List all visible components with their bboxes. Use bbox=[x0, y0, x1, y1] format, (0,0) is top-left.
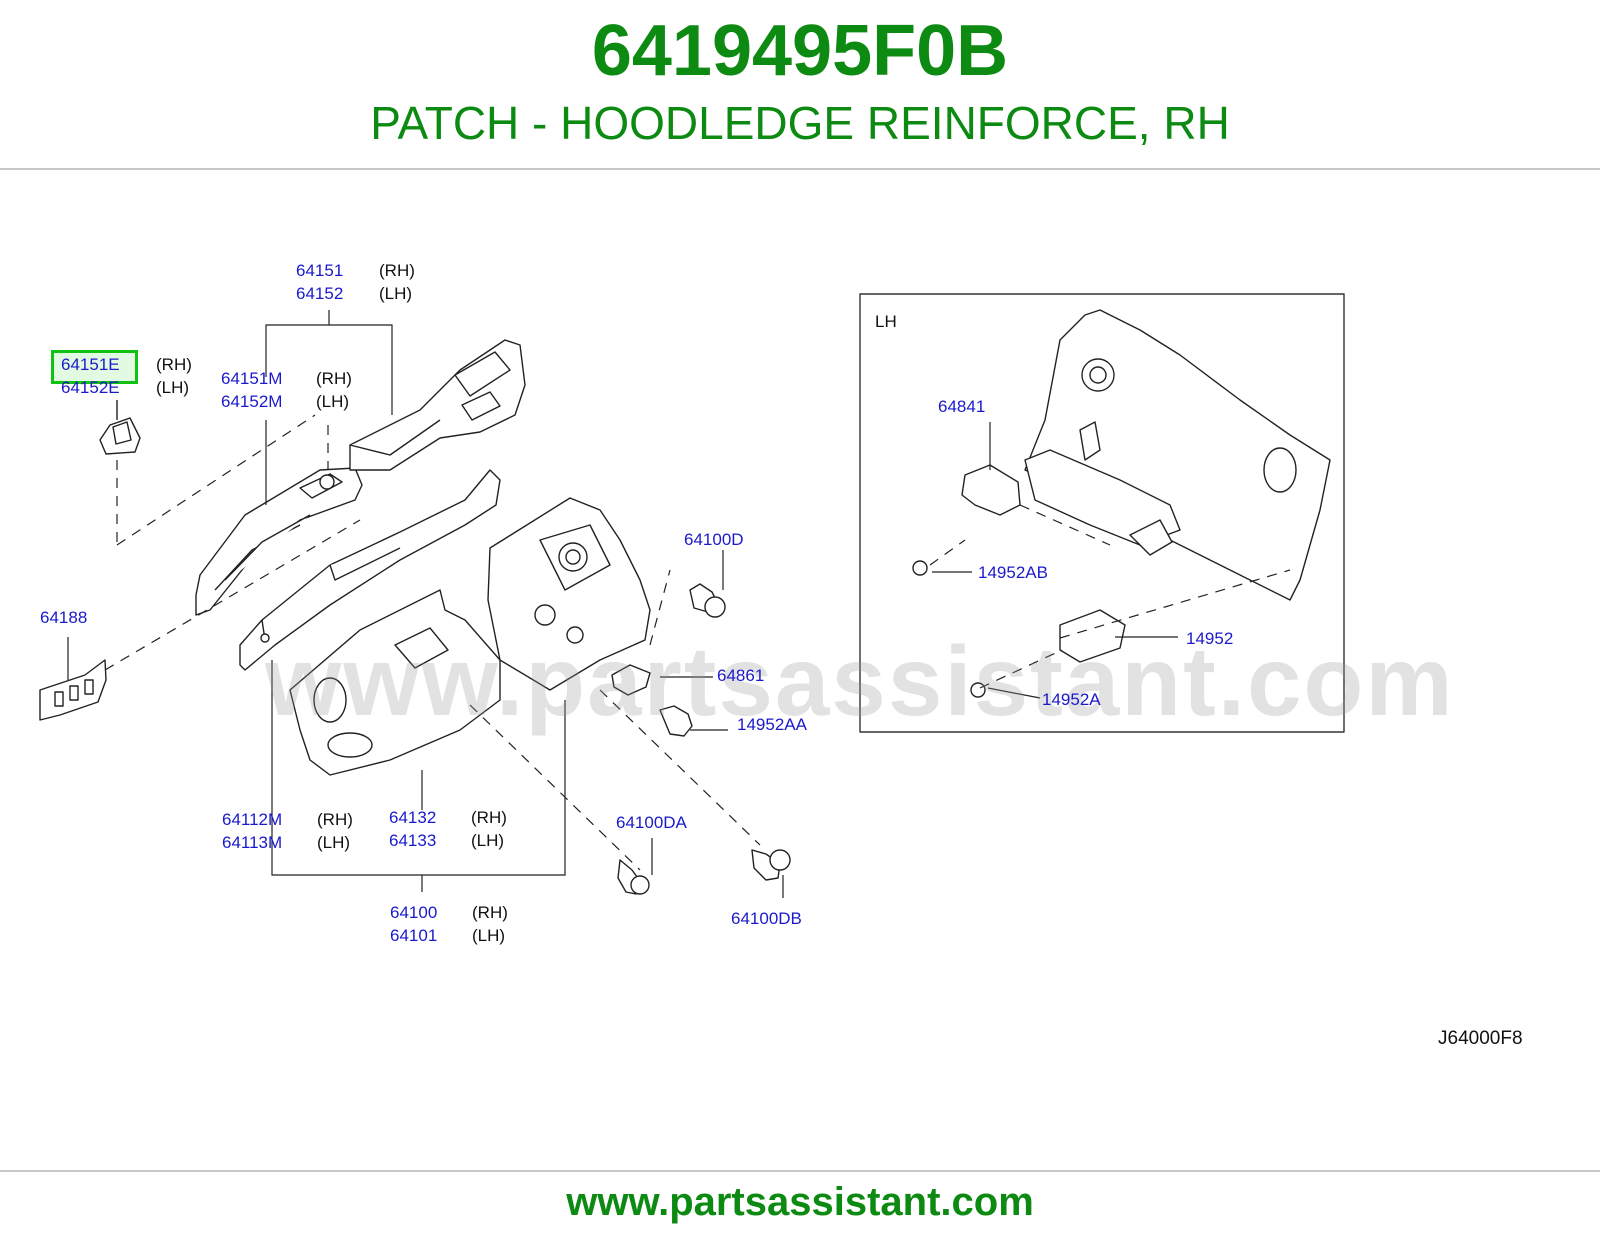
side-64101: (LH) bbox=[472, 926, 506, 945]
header-divider bbox=[0, 168, 1600, 170]
side-64113m: (LH) bbox=[317, 833, 351, 852]
callout-14952[interactable]: 14952 bbox=[1186, 629, 1234, 648]
callout-64152[interactable]: 64152 bbox=[296, 284, 344, 303]
callout-64132[interactable]: 64132 bbox=[389, 808, 437, 827]
callout-64101[interactable]: 64101 bbox=[390, 926, 438, 945]
leader-lines bbox=[67, 310, 1178, 898]
callout-64152e[interactable]: 64152E bbox=[61, 378, 120, 397]
bracket-64188-drawing bbox=[39, 659, 107, 721]
side-64151e: (RH) bbox=[156, 355, 192, 374]
side-64132: (RH) bbox=[471, 808, 507, 827]
parts-diagram: www.partsassistant.com 64151 (RH) 64152 … bbox=[0, 170, 1600, 1170]
callout-64841[interactable]: 64841 bbox=[938, 397, 986, 416]
lh-inset-label: LH bbox=[875, 312, 897, 331]
diagram-artwork bbox=[39, 293, 1345, 898]
callout-64151e[interactable]: 64151E bbox=[61, 355, 120, 374]
fasteners-drawing bbox=[611, 583, 791, 895]
callout-64861[interactable]: 64861 bbox=[717, 666, 765, 685]
lh-inset-frame bbox=[859, 293, 1345, 733]
callout-64152m[interactable]: 64152M bbox=[221, 392, 283, 411]
callout-14952aa[interactable]: 14952AA bbox=[737, 715, 807, 734]
callout-64100da[interactable]: 64100DA bbox=[616, 813, 687, 832]
page-header: 6419495F0B PATCH - HOODLEDGE REINFORCE, … bbox=[0, 0, 1600, 170]
rail-64151m-drawing bbox=[195, 467, 363, 616]
callout-64188[interactable]: 64188 bbox=[40, 608, 88, 627]
footer-url-link[interactable]: www.partsassistant.com bbox=[566, 1180, 1034, 1224]
clip-64151e-drawing bbox=[99, 400, 141, 455]
callout-64100db[interactable]: 64100DB bbox=[731, 909, 802, 928]
callout-14952ab[interactable]: 14952AB bbox=[978, 563, 1048, 582]
part-description: PATCH - HOODLEDGE REINFORCE, RH bbox=[370, 97, 1230, 149]
callout-64151m[interactable]: 64151M bbox=[221, 369, 283, 388]
side-64100: (RH) bbox=[472, 903, 508, 922]
callout-64133[interactable]: 64133 bbox=[389, 831, 437, 850]
callout-64151[interactable]: 64151 bbox=[296, 261, 344, 280]
callout-64100[interactable]: 64100 bbox=[390, 903, 438, 922]
callout-64100d[interactable]: 64100D bbox=[684, 530, 744, 549]
side-64151: (RH) bbox=[379, 261, 415, 280]
footer-divider bbox=[0, 1170, 1600, 1172]
lh-inset-drawing bbox=[912, 309, 1331, 698]
side-64152m: (LH) bbox=[316, 392, 350, 411]
side-64152e: (LH) bbox=[156, 378, 190, 397]
side-64151m: (RH) bbox=[316, 369, 352, 388]
dashed-assembly-lines bbox=[104, 414, 1291, 871]
part-number: 6419495F0B bbox=[591, 11, 1009, 91]
side-64152: (LH) bbox=[379, 284, 413, 303]
callout-14952a[interactable]: 14952A bbox=[1042, 690, 1101, 709]
callout-64112m[interactable]: 64112M bbox=[222, 810, 283, 829]
callout-64113m[interactable]: 64113M bbox=[222, 833, 283, 852]
rail-64151-drawing bbox=[349, 339, 526, 471]
side-64133: (LH) bbox=[471, 831, 505, 850]
watermark: www.partsassistant.com bbox=[265, 626, 1455, 736]
diagram-reference-code: J64000F8 bbox=[1438, 1028, 1523, 1049]
highlighted-part-frame bbox=[51, 350, 138, 384]
side-64112m: (RH) bbox=[317, 810, 353, 829]
member-64112m-drawing bbox=[239, 469, 501, 671]
hoodledge-64100-drawing bbox=[289, 497, 651, 776]
